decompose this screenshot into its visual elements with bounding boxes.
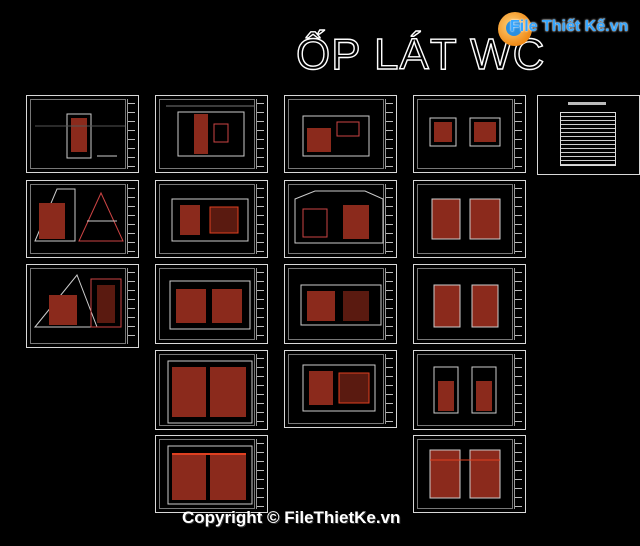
site-logo[interactable]: File Thiết Kế.vn [498, 10, 628, 50]
logo-icon [498, 12, 532, 46]
logo-text: File Thiết Kế.vn [510, 18, 629, 35]
drawing-sheet[interactable] [413, 350, 526, 430]
drawing-sheet[interactable] [413, 95, 526, 173]
drawing-sheet[interactable] [413, 180, 526, 258]
table-header [568, 102, 606, 105]
copyright-watermark: Copyright © FileThietKe.vn [182, 508, 401, 527]
drawing-sheet[interactable] [155, 264, 268, 344]
drawing-sheet[interactable] [155, 350, 268, 430]
drawing-sheet[interactable] [284, 180, 397, 258]
table-rows [560, 112, 616, 166]
drawing-sheet[interactable] [26, 180, 139, 258]
drawing-sheet[interactable] [284, 264, 397, 344]
drawing-sheet[interactable] [284, 95, 397, 173]
drawing-sheet[interactable] [284, 350, 397, 428]
drawing-sheet[interactable] [413, 264, 526, 344]
material-table-sheet[interactable] [537, 95, 640, 175]
drawing-sheet[interactable] [155, 435, 268, 513]
drawing-sheet[interactable] [155, 95, 268, 173]
drawing-sheet[interactable] [155, 180, 268, 258]
drawing-sheet[interactable] [26, 95, 139, 173]
drawing-sheet[interactable] [413, 435, 526, 513]
drawing-sheet[interactable] [26, 264, 139, 348]
